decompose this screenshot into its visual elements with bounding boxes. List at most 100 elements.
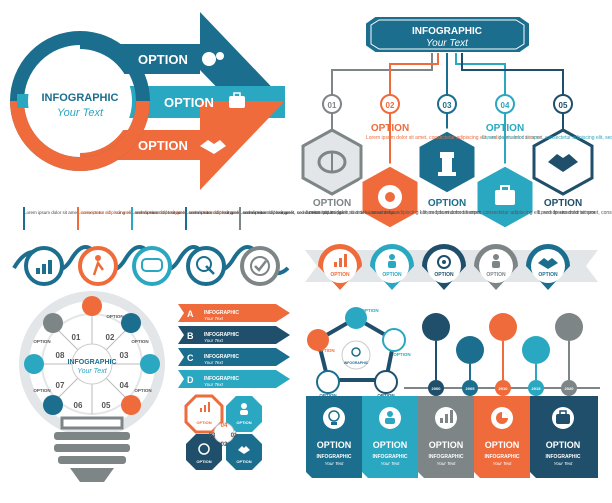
hex-number-5: 05 xyxy=(559,101,568,110)
timeline-ticks xyxy=(23,207,241,230)
abcd-sub-c: Your Text xyxy=(204,360,224,365)
running-person-icon xyxy=(92,255,105,276)
abcd-label-c: INFOGRAPHIC xyxy=(204,354,239,360)
ring-center xyxy=(28,49,132,153)
bar-chart-icon xyxy=(200,402,210,412)
hex-body-4: Lorem ipsum dolor sit amet, consectetur … xyxy=(482,135,612,141)
hex-tree-subtitle: Your Text xyxy=(426,38,469,49)
card-sub-text-4: Your Text xyxy=(493,461,513,466)
hex-body-5: Lorem ipsum dolor sit amet, consectetur … xyxy=(538,210,612,216)
pin-year-3: 2010 xyxy=(499,386,509,391)
pin-3: OPTION 2010 xyxy=(489,313,517,396)
card-option-5: OPTION xyxy=(546,440,581,450)
card-option-4: OPTION xyxy=(485,440,520,450)
bulb-number-8: 08 xyxy=(56,351,65,360)
arrow-option-1: OPTION xyxy=(138,52,188,67)
ribbon-option-4: OPTION xyxy=(486,272,506,278)
timeline-body-1: Lorem ipsum dolor sit amet, consectetur … xyxy=(24,210,182,215)
card-sub-label-1: INFOGRAPHIC xyxy=(317,454,352,460)
pin-2: OPTION 2005 xyxy=(456,336,484,396)
bulb-numbers: 01 02 03 04 05 06 07 08 xyxy=(56,333,129,410)
card-sub-label-5: INFOGRAPHIC xyxy=(546,454,581,460)
pin-option-4: OPTION xyxy=(527,341,544,346)
target-icon xyxy=(437,255,451,269)
hex-tree-title: INFOGRAPHIC xyxy=(412,26,482,37)
ribbon-option-1: OPTION xyxy=(330,272,350,278)
bulb-number-2: 02 xyxy=(106,333,115,342)
check-badge-icon xyxy=(250,256,270,276)
abcd-label-b: INFOGRAPHIC xyxy=(204,332,239,338)
lightbulb-icon xyxy=(328,410,340,425)
arrow-bottom xyxy=(80,101,285,190)
ribbon-item-2: OPTION xyxy=(370,244,414,290)
hex-option-1: OPTION xyxy=(313,198,351,209)
pin-option-2: OPTION xyxy=(461,341,478,346)
ribbon-item-3: OPTION xyxy=(422,244,466,290)
card-4: OPTION INFOGRAPHIC Your Text xyxy=(474,396,530,478)
card-sub-label-2: INFOGRAPHIC xyxy=(373,454,408,460)
octagon-number-4: 04 xyxy=(221,423,228,429)
team-icon xyxy=(388,254,396,268)
team-icon xyxy=(385,411,395,424)
abcd-row-d: D INFOGRAPHIC Your Text xyxy=(178,370,290,388)
hex-body-1: Lorem ipsum dolor sit amet, consectetur … xyxy=(306,210,482,216)
briefcase-icon xyxy=(556,410,570,424)
bulb-title: INFOGRAPHIC xyxy=(68,359,117,366)
abcd-label-d: INFOGRAPHIC xyxy=(204,376,239,382)
timeline-body-2: Lorem ipsum dolor sit amet, consectetur … xyxy=(78,210,236,215)
pentagon-title: INFOGRAPHIC xyxy=(344,361,369,365)
arrow-subtitle: Your Text xyxy=(57,107,104,119)
hex-body-2: Lorem ipsum dolor sit amet, consectetur … xyxy=(366,135,542,141)
ribbon-option-2: OPTION xyxy=(382,272,402,278)
octagon-number-2: 02 xyxy=(221,442,228,448)
card-option-2: OPTION xyxy=(373,440,408,450)
card-sub-text-1: Your Text xyxy=(325,461,345,466)
people-icon xyxy=(492,254,500,268)
card-2: OPTION INFOGRAPHIC Your Text xyxy=(362,396,418,478)
pentagon-option-3: OPTION xyxy=(393,352,410,357)
abcd-row-c: C INFOGRAPHIC Your Text xyxy=(178,348,290,366)
abcd-letter-c: C xyxy=(187,353,194,363)
card-sub-text-2: Your Text xyxy=(381,461,401,466)
handshake-icon xyxy=(538,258,558,269)
arrow-option-2: OPTION xyxy=(164,95,214,110)
bulb-number-6: 06 xyxy=(74,401,83,410)
ribbon-item-4: OPTION xyxy=(474,244,518,290)
arrow-top xyxy=(80,12,285,101)
handshake-icon xyxy=(200,140,226,154)
abcd-sub-a: Your Text xyxy=(204,316,224,321)
hex-numbers: 01 02 03 04 05 xyxy=(322,94,573,114)
timeline-body-4: Lorem ipsum dolor sit amet, consectetur … xyxy=(186,210,344,215)
bulb-number-1: 01 xyxy=(72,333,81,342)
brain-gear-icon xyxy=(202,52,224,66)
bar-chart-icon xyxy=(334,254,347,267)
timeline-body-3: Lorem ipsum dolor sit amet, consectetur … xyxy=(132,210,290,215)
bulb-option-1: OPTION xyxy=(106,314,123,319)
hex-connectors xyxy=(331,53,564,165)
bulb-base xyxy=(54,416,130,482)
pentagon-option-5: OPTION xyxy=(319,393,336,398)
brain-icon xyxy=(317,150,347,174)
bulb-option-2: OPTION xyxy=(131,339,148,344)
team-icon xyxy=(240,403,248,415)
card-option-1: OPTION xyxy=(317,440,352,450)
arrow-panel: INFOGRAPHIC Your Text OPTION OPTION OPTI… xyxy=(10,12,285,190)
pin-1: OPTION 2000 xyxy=(422,313,450,396)
octagon-option-3: OPTION xyxy=(196,459,211,464)
octagon-cluster: 04 03 01 02 OPTION OPTION OPTION OPTION xyxy=(184,394,262,470)
lightbulb-icon xyxy=(351,347,361,357)
ribbon-option-3: OPTION xyxy=(434,272,454,278)
pin-timeline: OPTION 2000 OPTION 2005 OPTION 2010 OPTI… xyxy=(404,313,600,396)
growth-chart-icon xyxy=(36,260,52,274)
ribbon-circles: OPTION OPTION OPTION OPTION OPTION xyxy=(305,244,598,290)
pentagon-option-2: OPTION xyxy=(361,308,378,313)
hex-number-2: 02 xyxy=(386,101,395,110)
bulb-option-3: OPTION xyxy=(134,388,151,393)
hex-tree-banner xyxy=(364,15,531,54)
card-1: OPTION INFOGRAPHIC Your Text xyxy=(306,396,362,478)
abcd-sub-b: Your Text xyxy=(204,338,224,343)
bulb-number-5: 05 xyxy=(102,401,111,410)
pin-5: OPTION 2020 xyxy=(555,313,583,396)
octagon-option-4: OPTION xyxy=(236,459,251,464)
